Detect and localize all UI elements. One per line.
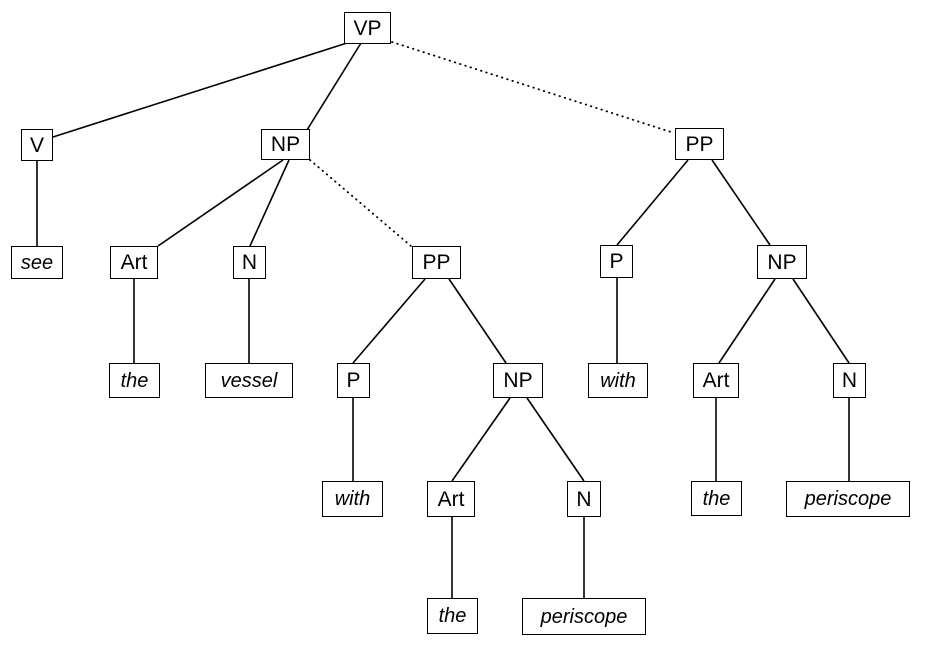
node-label: see xyxy=(20,251,54,274)
node-label: the xyxy=(438,605,467,627)
tree-node-art1[interactable]: Art xyxy=(110,246,158,279)
node-label: N xyxy=(576,487,592,511)
tree-node-pp2[interactable]: PP xyxy=(412,246,461,279)
tree-node-n2[interactable]: N xyxy=(567,481,601,517)
tree-node-art3[interactable]: Art xyxy=(693,363,739,398)
tree-node-np3[interactable]: NP xyxy=(757,245,807,279)
node-label: N xyxy=(841,369,858,392)
node-label: vessel xyxy=(220,369,278,392)
tree-edge-np3-art3 xyxy=(718,278,776,364)
tree-edge-vp-pp1 xyxy=(391,41,675,134)
tree-node-v[interactable]: V xyxy=(21,129,53,161)
tree-node-art2[interactable]: Art xyxy=(427,481,475,517)
tree-node-n1[interactable]: N xyxy=(233,246,266,279)
tree-leaf-with1[interactable]: with xyxy=(322,481,383,517)
tree-node-np1[interactable]: NP xyxy=(261,129,310,160)
tree-edge-vp-np1 xyxy=(306,42,362,131)
tree-leaf-the1[interactable]: the xyxy=(109,363,160,398)
node-label: PP xyxy=(422,251,451,274)
tree-edge-np2-n2 xyxy=(526,397,585,482)
node-label: Art xyxy=(120,251,148,274)
tree-leaf-periscope2[interactable]: periscope xyxy=(786,481,910,517)
tree-edge-pp1-p2 xyxy=(616,159,689,246)
tree-edge-pp2-np2 xyxy=(448,278,507,364)
tree-leaf-vessel[interactable]: vessel xyxy=(205,363,293,398)
tree-node-p2[interactable]: P xyxy=(600,245,633,278)
tree-node-vp[interactable]: VP xyxy=(344,12,391,44)
node-label: periscope xyxy=(540,605,628,628)
tree-edge-np1-n1 xyxy=(249,159,290,247)
tree-leaf-see[interactable]: see xyxy=(11,246,63,279)
tree-leaf-the2[interactable]: the xyxy=(427,598,478,634)
node-label: PP xyxy=(685,132,714,156)
tree-edge-pp1-np3 xyxy=(711,159,771,246)
node-label: with xyxy=(600,369,636,392)
node-label: periscope xyxy=(804,488,892,510)
tree-leaf-with2[interactable]: with xyxy=(588,363,648,398)
node-label: with xyxy=(334,488,371,510)
tree-edge-np2-art2 xyxy=(451,397,511,482)
tree-edge-vp-v xyxy=(52,42,348,138)
tree-node-np2[interactable]: NP xyxy=(493,363,543,398)
node-label: Art xyxy=(437,487,465,511)
node-label: Art xyxy=(702,369,730,392)
tree-leaf-the3[interactable]: the xyxy=(691,481,742,516)
tree-edge-pp2-p1 xyxy=(352,278,426,364)
node-label: the xyxy=(702,487,731,510)
tree-edge-np1-pp2 xyxy=(309,159,412,247)
node-label: NP xyxy=(270,133,301,156)
node-label: NP xyxy=(503,369,533,392)
tree-node-n3[interactable]: N xyxy=(833,363,866,398)
tree-leaf-periscope1[interactable]: periscope xyxy=(522,598,646,635)
node-label: P xyxy=(609,250,624,273)
node-label: the xyxy=(120,369,149,392)
node-label: P xyxy=(346,369,361,392)
tree-edge-np1-art1 xyxy=(157,159,284,247)
node-label: V xyxy=(29,133,44,157)
tree-node-pp1[interactable]: PP xyxy=(675,128,724,160)
node-label: NP xyxy=(767,250,797,274)
node-label: N xyxy=(241,251,258,274)
tree-node-p1[interactable]: P xyxy=(337,363,370,398)
tree-edge-np3-n3 xyxy=(792,278,850,364)
node-label: VP xyxy=(353,16,382,40)
